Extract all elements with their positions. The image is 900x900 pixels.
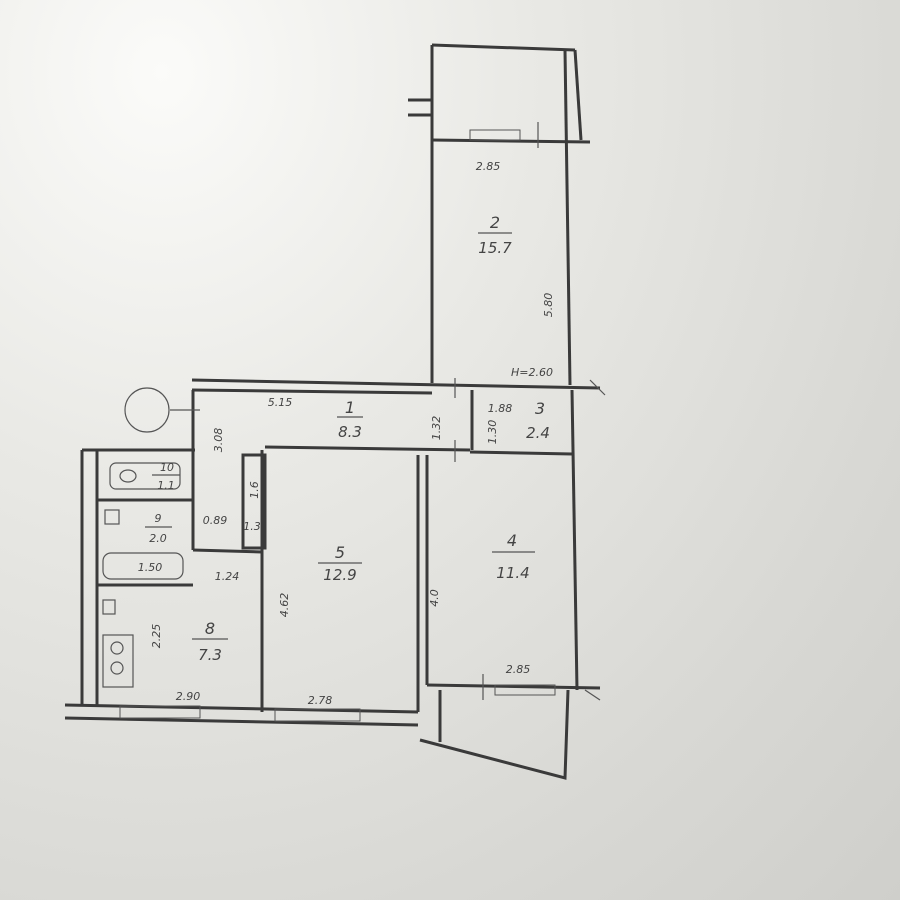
wall-right-outer [570, 389, 579, 691]
wall-wing-right [563, 49, 572, 386]
wall-room2-top [431, 138, 591, 144]
dimension-room5-width: 2.78 [308, 694, 333, 707]
sink-fixture [104, 509, 120, 525]
room-5-number: 5 [335, 543, 345, 562]
room-2-area: 15.7 [478, 239, 512, 257]
wall-hall-bottom [192, 548, 263, 554]
wall-room3-bottom [469, 450, 573, 456]
wall-balcony-right [573, 49, 583, 141]
dimension-labels: 2.85 5.80 H=2.60 5.15 3.08 1.32 1.88 1.3… [138, 160, 555, 707]
wall-balcony-top [431, 43, 576, 52]
room-4-number: 4 [507, 531, 517, 550]
dimension-room3-width: 1.88 [488, 402, 513, 415]
walls [64, 43, 601, 780]
toilet-fixture [109, 462, 181, 490]
dimension-hall-lower: 1.24 [215, 570, 240, 583]
dimension-room3-height: 1.30 [486, 420, 499, 445]
stove-burner-icon [110, 661, 124, 675]
dimension-room2-length: 5.80 [542, 293, 555, 318]
toilet-bowl-icon [119, 469, 137, 483]
dimension-storage-a: 1.6 [248, 481, 261, 499]
dimension-ticks [454, 122, 606, 701]
room-3-number: 3 [535, 399, 545, 418]
room-8-area: 7.3 [198, 646, 222, 664]
room-1-number: 1 [345, 398, 355, 417]
room-5-area: 12.9 [323, 566, 356, 584]
wall-main-top-inner [191, 388, 433, 395]
window-room2 [469, 129, 521, 141]
dimension-hall-width: 0.89 [203, 514, 228, 527]
room-2-number: 2 [490, 213, 500, 232]
wall-bottom [64, 703, 419, 714]
room-1-area: 8.3 [338, 423, 362, 441]
wall-room4-bottom [426, 683, 601, 690]
wall-corridor-bottom [264, 445, 471, 452]
stove-burner-icon [110, 641, 124, 655]
dimension-ceiling-height: H=2.60 [511, 366, 553, 379]
fixtures [102, 462, 184, 688]
dimension-kitchen-length: 2.25 [150, 624, 163, 649]
bathtub-fixture [102, 552, 184, 580]
kitchen-sink-fixture [102, 599, 116, 615]
dimension-corridor-length: 5.15 [268, 396, 293, 409]
dimension-room2-width: 2.85 [476, 160, 501, 173]
entrance-circle-icon [124, 387, 170, 433]
room-labels: 2 15.7 1 8.3 3 2.4 5 12.9 4 11.4 8 7.3 9… [145, 213, 550, 664]
dimension-corridor-width: 1.32 [430, 416, 443, 441]
dimension-room4-length: 4.0 [428, 589, 441, 607]
window-kitchen [119, 705, 201, 719]
dimension-storage-b: 1.3 [243, 520, 261, 533]
tick [584, 689, 601, 701]
room-10-area: 1.1 [157, 479, 175, 492]
stove-fixture [102, 634, 134, 688]
tick [589, 379, 606, 396]
room-4-area: 11.4 [496, 564, 529, 582]
window-room4 [494, 684, 556, 696]
wall-bottom-outer [64, 716, 419, 727]
wall-storage [241, 453, 267, 550]
dimension-room5-length: 4.62 [278, 593, 291, 618]
wall-main-top [191, 378, 601, 390]
dimension-room4-width: 2.85 [506, 663, 531, 676]
room-9-number: 9 [155, 512, 162, 525]
dimension-bath-width: 1.50 [138, 561, 163, 574]
room-3-area: 2.4 [526, 424, 550, 442]
room-9-area: 2.0 [149, 532, 167, 545]
room-10-number: 10 [160, 461, 174, 474]
room-8-number: 8 [205, 619, 215, 638]
wall-stub-left-top [408, 98, 434, 117]
dimension-kitchen-width: 2.90 [176, 690, 201, 703]
window-room5 [274, 708, 361, 722]
wall-balcony-bottom [419, 689, 570, 780]
dimension-hall-height: 3.08 [212, 428, 225, 453]
windows [119, 129, 556, 722]
